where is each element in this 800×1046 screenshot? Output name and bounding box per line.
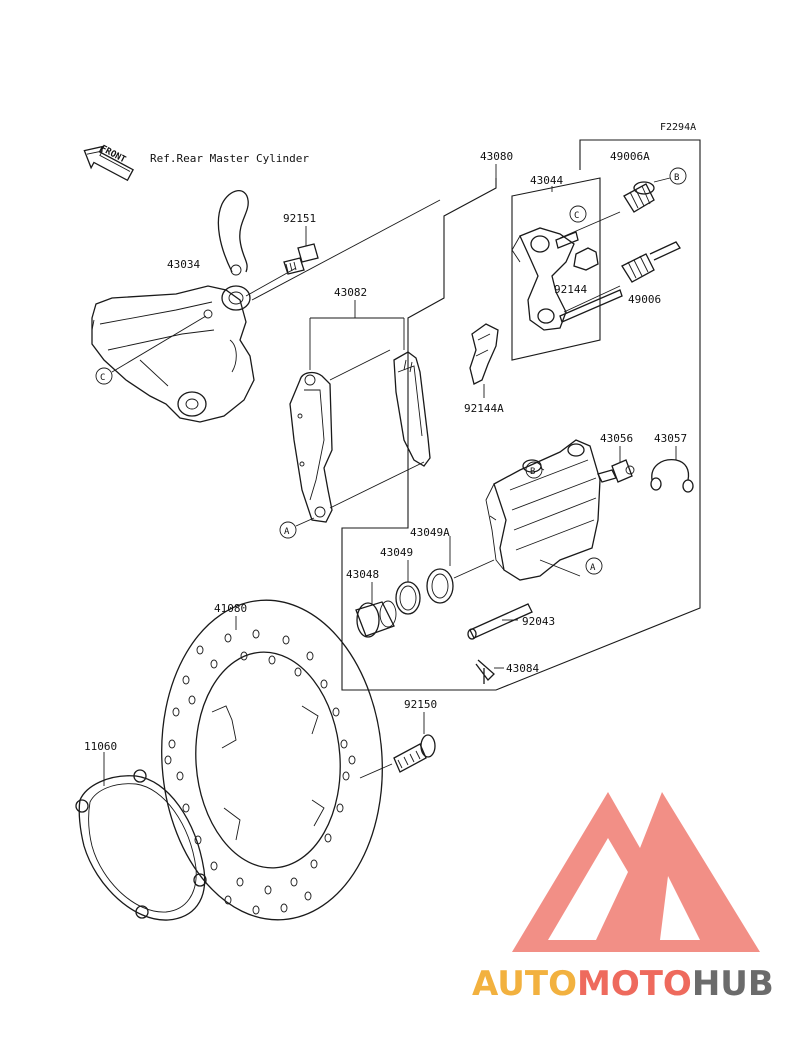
assembly-frame-43044 [511,177,601,361]
assembly-frame-43082 [309,300,405,370]
brake-pad-front [289,371,333,523]
label-43056: 43056 [600,432,633,445]
bolt-92151 [283,243,319,275]
slide-pin-92043 [467,603,533,640]
label-43048: 43048 [346,568,379,581]
callout-a-body: A [585,557,603,575]
caliper-bracket [91,285,255,423]
callout-b-top: B [669,167,687,185]
brake-disc-41080 [161,599,383,921]
label-43044: 43044 [530,174,563,187]
gasket-11060 [75,769,207,921]
label-11060: 11060 [84,740,117,753]
callout-c-bracket: C [95,367,113,385]
watermark-text-moto: MOTO [577,964,692,1004]
label-43034: 43034 [167,258,200,271]
watermark-logo [512,792,760,952]
callout-a-body-label: A [590,563,596,573]
label-43084: 43084 [506,662,539,675]
label-43082: 43082 [334,286,367,299]
caliper-body [485,439,601,581]
callout-b-body-label: B [530,467,535,477]
brake-pad-rear [393,351,431,467]
bleeder-valve-43056 [597,459,635,483]
callout-c-bracket-label: C [100,373,105,383]
piston-43048 [355,600,397,638]
clip-43084 [475,659,495,684]
callout-c-plate-label: C [574,211,579,221]
label-92144: 92144 [554,283,587,296]
label-92151: 92151 [283,212,316,225]
cap-43057 [650,459,694,493]
boot-49006A [623,181,655,213]
dust-seal-43049 [395,581,421,615]
label-41080: 41080 [214,602,247,615]
callout-b-body: B [525,461,543,479]
label-92144A: 92144A [464,402,504,415]
label-92150: 92150 [404,698,437,711]
disc-holes [164,629,356,915]
label-49006A: 49006A [610,150,650,163]
piston-seal-43049A [426,568,454,604]
watermark-text: AUTOMOTOHUB [472,964,774,1004]
label-43057: 43057 [654,432,687,445]
pad-spring-92144 [573,247,599,271]
figure-code: F2294A [660,122,696,133]
front-arrow-icon [83,145,134,182]
ref-note: Ref.Rear Master Cylinder [150,152,309,165]
label-49006: 49006 [628,293,661,306]
callout-b-top-label: B [674,173,679,183]
boot-49006 [621,241,681,283]
label-43049: 43049 [380,546,413,559]
caliper-plate [511,227,575,331]
hose-clip [217,190,249,276]
bolt-92150 [393,734,436,773]
label-43049A: 43049A [410,526,450,539]
watermark-text-hub: HUB [692,964,774,1004]
pad-spring-92144A [469,323,499,385]
callout-a-pad-label: A [284,527,290,537]
watermark-triangle-icon [512,792,760,952]
watermark-text-auto: AUTO [472,964,577,1004]
callout-a-pad: A [279,521,297,539]
assembly-frame-43080 [341,139,701,691]
label-92043: 92043 [522,615,555,628]
label-43080: 43080 [480,150,513,163]
callout-c-plate: C [569,205,587,223]
